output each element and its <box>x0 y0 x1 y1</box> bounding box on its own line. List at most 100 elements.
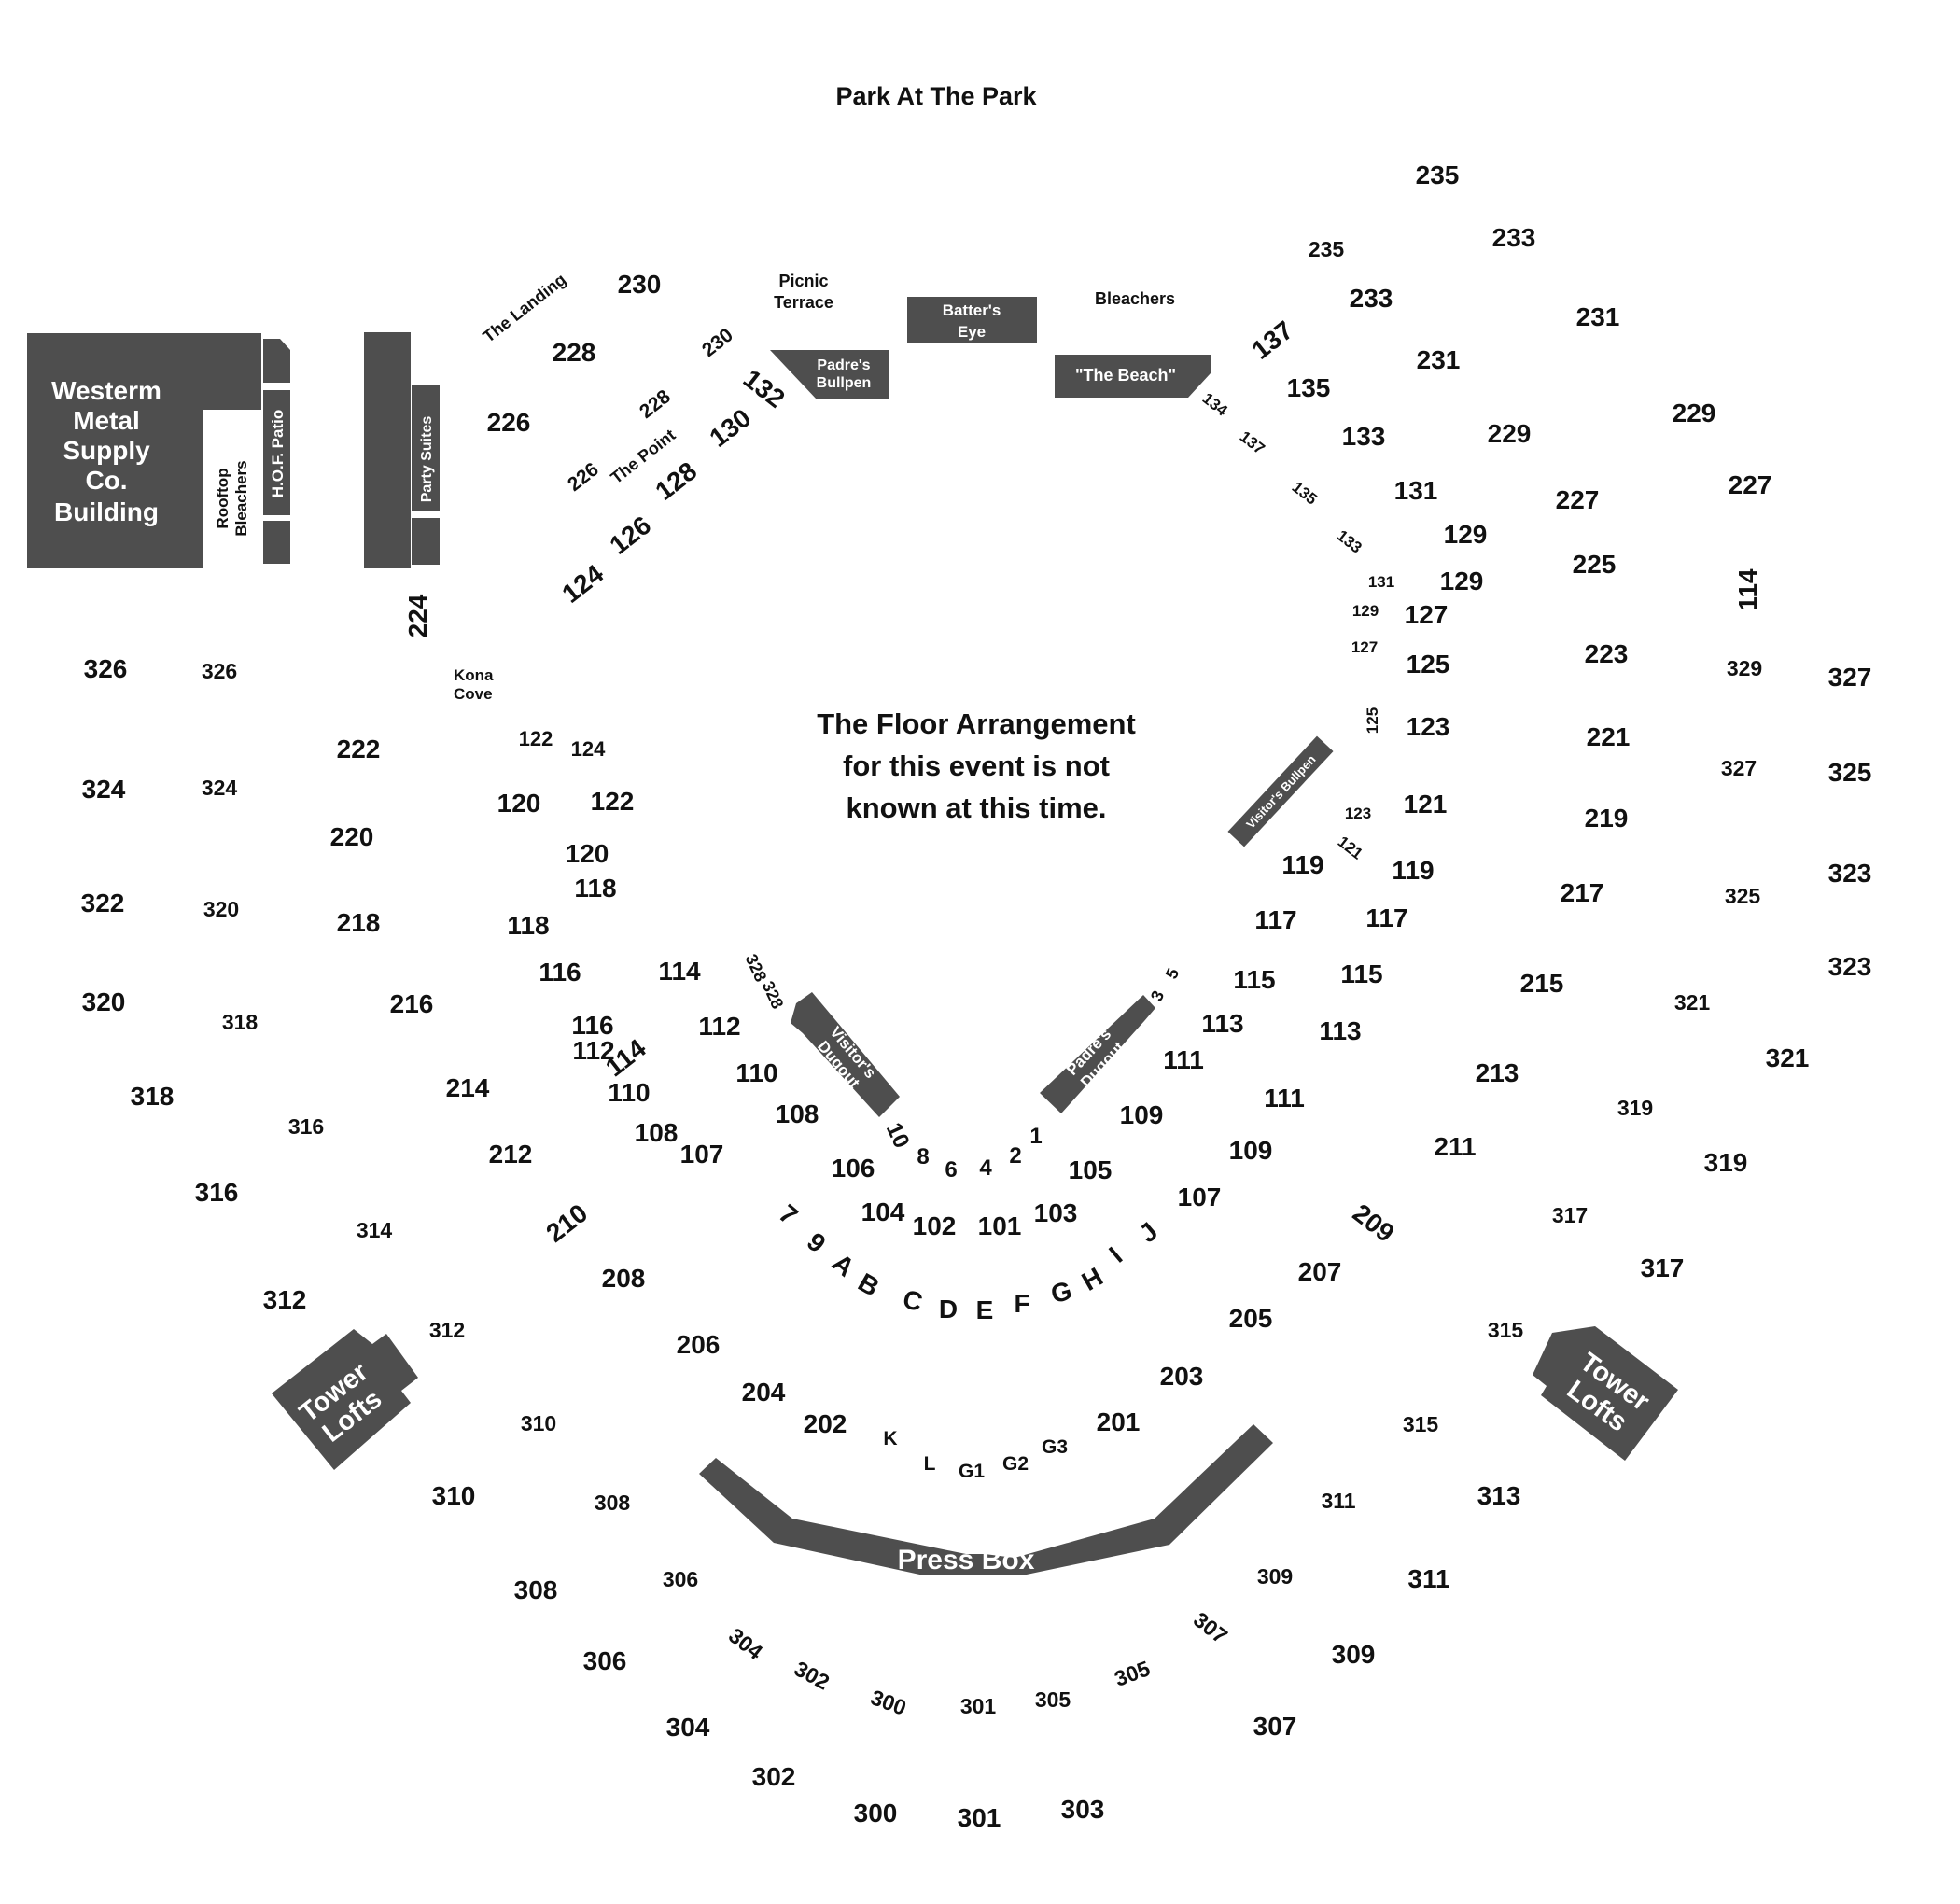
section-label[interactable]: 321 <box>1766 1043 1810 1072</box>
section-label[interactable]: 327 <box>1828 663 1872 692</box>
section-label[interactable]: 322 <box>81 889 125 917</box>
section-label[interactable]: 135 <box>1289 478 1321 508</box>
padres-bullpen[interactable]: Padre's Bullpen <box>770 350 889 399</box>
section-label[interactable]: 8 <box>917 1144 929 1169</box>
section-label[interactable]: 311 <box>1321 1489 1355 1513</box>
press-box[interactable]: Press Box <box>699 1424 1273 1575</box>
section-label[interactable]: 109 <box>1229 1136 1273 1165</box>
section-label[interactable]: 303 <box>1061 1795 1105 1824</box>
section-label[interactable]: 230 <box>698 324 737 361</box>
section-label[interactable]: 101 <box>978 1211 1022 1240</box>
section-label[interactable]: 111 <box>1264 1084 1305 1113</box>
section-label[interactable]: H <box>1077 1262 1108 1296</box>
section-label[interactable]: 124 <box>556 559 609 609</box>
section-label[interactable]: 301 <box>960 1694 997 1718</box>
section-label[interactable]: 219 <box>1585 804 1629 833</box>
section-label[interactable]: A <box>827 1248 860 1282</box>
section-label[interactable]: 312 <box>429 1318 465 1342</box>
section-label[interactable]: 225 <box>1573 550 1617 579</box>
the-beach[interactable]: "The Beach" <box>1055 355 1211 398</box>
section-label[interactable]: 131 <box>1368 573 1394 591</box>
section-label[interactable]: 313 <box>1477 1481 1521 1510</box>
section-label[interactable]: 9 <box>802 1227 832 1259</box>
section-label[interactable]: 227 <box>1729 470 1772 499</box>
section-label[interactable]: 125 <box>1364 707 1381 734</box>
section-label[interactable]: 228 <box>553 338 596 367</box>
section-label[interactable]: 216 <box>390 989 434 1018</box>
section-label[interactable]: 102 <box>913 1211 957 1240</box>
section-label[interactable]: 121 <box>1335 833 1366 862</box>
section-label[interactable]: 135 <box>1287 373 1331 402</box>
section-label[interactable]: 115 <box>1233 965 1275 994</box>
section-label[interactable]: 325 <box>1725 884 1761 908</box>
section-label[interactable]: 124 <box>571 737 606 761</box>
section-label[interactable]: 132 <box>738 364 791 413</box>
section-label[interactable]: 306 <box>663 1567 698 1591</box>
section-label[interactable]: 213 <box>1476 1058 1519 1087</box>
section-label[interactable]: 133 <box>1342 422 1386 451</box>
visitors-dugout[interactable]: Visitor's Dugout <box>791 992 900 1117</box>
section-label[interactable]: 3 <box>1147 987 1168 1004</box>
section-label[interactable]: 114 <box>1733 568 1762 611</box>
section-label[interactable]: 233 <box>1350 284 1393 313</box>
section-label[interactable]: 220 <box>330 822 374 851</box>
section-label[interactable]: 106 <box>832 1154 875 1183</box>
section-label[interactable]: 115 <box>1340 959 1382 988</box>
section-label[interactable]: 119 <box>1281 850 1323 879</box>
section-label[interactable]: 306 <box>583 1646 627 1675</box>
section-label[interactable]: 117 <box>1365 903 1407 932</box>
hof-patio[interactable]: H.O.F. Patio <box>263 339 290 564</box>
section-label[interactable]: 324 <box>82 775 126 804</box>
section-label[interactable]: 137 <box>1246 315 1298 365</box>
section-label[interactable]: 119 <box>1392 856 1434 885</box>
section-label[interactable]: 108 <box>776 1099 819 1128</box>
section-label[interactable]: 129 <box>1352 602 1379 620</box>
section-label[interactable]: 133 <box>1334 526 1365 556</box>
section-label[interactable]: 305 <box>1112 1656 1154 1691</box>
section-label[interactable]: 120 <box>566 839 609 868</box>
section-label[interactable]: 319 <box>1617 1096 1653 1120</box>
section-label[interactable]: 130 <box>704 403 756 453</box>
section-label[interactable]: I <box>1103 1241 1127 1268</box>
section-label[interactable]: 316 <box>288 1114 324 1139</box>
tower-lofts-right[interactable]: Tower Lofts <box>1533 1326 1678 1461</box>
section-label[interactable]: 127 <box>1351 638 1378 656</box>
section-label[interactable]: 320 <box>82 987 126 1016</box>
section-label[interactable]: 223 <box>1585 639 1629 668</box>
section-label[interactable]: 104 <box>861 1197 905 1226</box>
section-label[interactable]: B <box>853 1267 884 1302</box>
section-label[interactable]: 226 <box>487 408 531 437</box>
section-label[interactable]: 227 <box>1556 485 1600 514</box>
section-label[interactable]: 310 <box>432 1481 476 1510</box>
section-label[interactable]: 224 <box>403 594 432 637</box>
section-label[interactable]: 314 <box>357 1218 393 1242</box>
section-label[interactable]: 310 <box>521 1411 556 1435</box>
section-label[interactable]: 128 <box>650 456 702 506</box>
section-label[interactable]: 235 <box>1309 237 1345 261</box>
section-label[interactable]: 300 <box>868 1685 910 1720</box>
section-label[interactable]: 321 <box>1674 990 1711 1015</box>
section-label[interactable]: 328 <box>742 951 771 985</box>
section-label[interactable]: C <box>900 1284 926 1317</box>
section-label[interactable]: 315 <box>1403 1412 1439 1436</box>
section-label[interactable]: 316 <box>195 1178 239 1207</box>
section-label[interactable]: 120 <box>497 789 541 818</box>
section-label[interactable]: 215 <box>1520 969 1564 998</box>
section-label[interactable]: 6 <box>945 1157 957 1183</box>
section-label[interactable]: K <box>883 1428 897 1449</box>
section-label[interactable]: 129 <box>1440 567 1484 595</box>
tower-lofts-left[interactable]: Tower Lofts <box>272 1329 418 1470</box>
section-label[interactable]: 209 <box>1348 1198 1400 1248</box>
party-suites[interactable]: Party Suites <box>364 332 440 568</box>
section-label[interactable]: G1 <box>959 1461 985 1482</box>
section-label[interactable]: 211 <box>1434 1132 1476 1161</box>
section-label[interactable]: 305 <box>1035 1687 1071 1712</box>
section-label[interactable]: 112 <box>572 1036 614 1065</box>
section-label[interactable]: 123 <box>1345 805 1371 822</box>
section-label[interactable]: 214 <box>446 1073 490 1102</box>
section-label[interactable]: 2 <box>1009 1143 1021 1169</box>
section-label[interactable]: 134 <box>1199 389 1231 420</box>
section-label[interactable]: G <box>1048 1276 1075 1309</box>
section-label[interactable]: 110 <box>735 1058 777 1087</box>
section-label[interactable]: 231 <box>1417 345 1461 374</box>
